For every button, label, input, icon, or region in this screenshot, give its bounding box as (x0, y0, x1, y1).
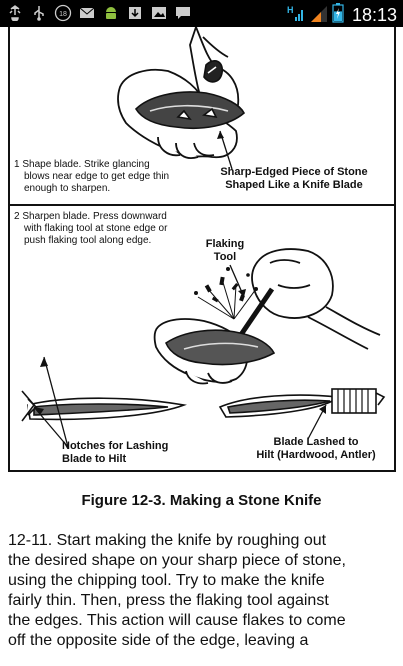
callout-line: Hilt (Hardwood, Antler) (256, 449, 376, 461)
panel-divider (8, 204, 396, 206)
update-count: 18 (59, 11, 67, 18)
email-icon (78, 4, 96, 22)
flake-chips (194, 267, 258, 303)
callout-line: Shaped Like a Knife Blade (225, 179, 363, 191)
step2-line: push flaking tool along edge. (24, 235, 152, 246)
step2-text: 2 Sharpen blade. Press downward with fla… (14, 211, 167, 247)
callout-line: Sharp-Edged Piece of Stone (220, 166, 368, 178)
usb-debug-icon (6, 4, 24, 22)
usb-icon (30, 4, 48, 22)
lashed-blade (218, 388, 386, 418)
status-clock: 18:13 (351, 5, 397, 25)
body-line: 12-11. Start making the knife by roughin… (8, 532, 327, 549)
step1-line: blows near edge to get edge thin (24, 171, 170, 182)
stone-knife-illustration (21, 27, 386, 448)
callout-line: Blade to Hilt (62, 453, 127, 465)
body-line: using the chipping tool. Try to make the… (8, 572, 325, 589)
step2-line: 2 Sharpen blade. Press downward (14, 211, 167, 222)
callout-line: Flaking (205, 238, 245, 250)
figure-caption: Figure 12-3. Making a Stone Knife (81, 492, 322, 509)
step2-line: with flaking tool at stone edge or (24, 223, 168, 234)
body-line: the desired shape on your sharp piece of… (8, 552, 346, 569)
data-network-icon: H (286, 3, 306, 28)
callout-line: Blade Lashed to (273, 436, 359, 448)
download-icon (126, 4, 144, 22)
notched-blade (21, 390, 187, 422)
body-line: off the opposite side of the edge, leavi… (8, 632, 309, 649)
step1-line: enough to sharpen. (24, 183, 111, 194)
status-bar: 18 H 18:13 (0, 0, 403, 27)
stone-piece-2 (165, 329, 276, 366)
notification-icons: 18 (6, 4, 192, 22)
flaking-tool-label: Flaking Tool (198, 238, 252, 264)
step1-line: 1 Shape blade. Strike glancing (14, 159, 150, 170)
callout-line: Tool (213, 251, 237, 263)
status-indicators: H 18:13 (286, 3, 397, 28)
photo-icon (150, 4, 168, 22)
notches-label: Notches for Lashing Blade to Hilt (62, 440, 196, 466)
body-line: the edges. This action will cause flakes… (8, 612, 346, 629)
hand-with-flaking-tool (251, 248, 381, 350)
battery-icon (332, 3, 344, 28)
step1-text: 1 Shape blade. Strike glancing blows nea… (14, 159, 169, 195)
hammerstone (203, 60, 224, 83)
signal-icon (310, 3, 328, 28)
stone-piece-1 (134, 91, 245, 130)
callout-line: Notches for Lashing (62, 440, 169, 452)
android-icon (102, 4, 120, 22)
body-line: fairly thin. Then, press the flaking too… (8, 592, 329, 609)
chat-icon (174, 4, 192, 22)
update-count-icon: 18 (54, 4, 72, 22)
step1-callout: Sharp-Edged Piece of Stone Shaped Like a… (204, 166, 384, 192)
lashed-label: Blade Lashed to Hilt (Hardwood, Antler) (242, 436, 390, 462)
body-paragraph: 12-11. Start making the knife by roughin… (8, 531, 400, 651)
network-label: H (287, 5, 294, 15)
hand-holding-stone (117, 27, 240, 159)
